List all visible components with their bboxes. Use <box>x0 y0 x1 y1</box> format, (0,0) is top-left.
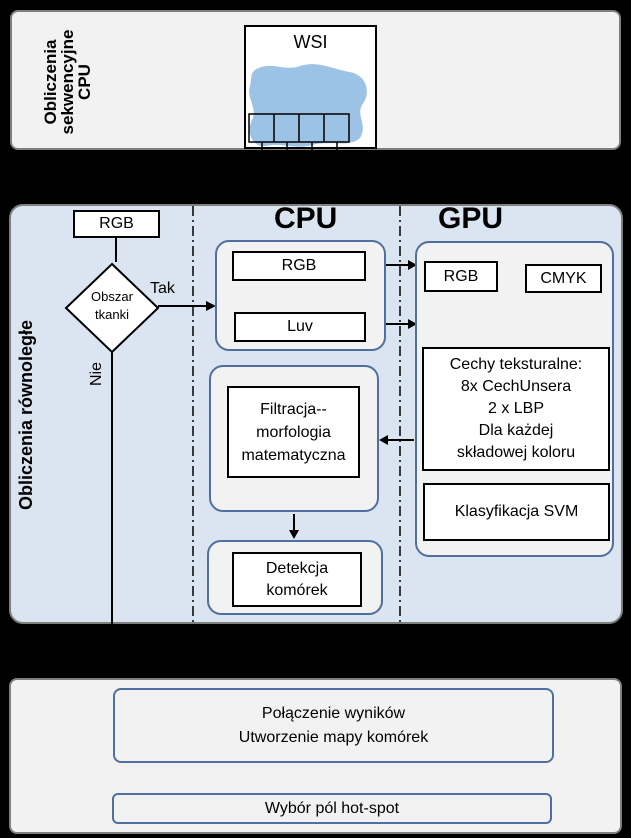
svm-box: Klasyfikacja SVM <box>423 483 610 541</box>
cpu-header: CPU <box>274 202 338 235</box>
cpu-rgb-box: RGB <box>232 251 366 281</box>
rgb-input-box: RGB <box>73 210 160 238</box>
detection-box: Detekcja komórek <box>232 552 362 607</box>
texture-features-box: Cechy teksturalne: 8x CechUnsera 2 x LBP… <box>422 347 610 471</box>
gpu-header: GPU <box>438 202 504 235</box>
gpu-rgb-box: RGB <box>424 261 498 292</box>
yes-label: Tak <box>150 280 175 297</box>
no-label: Nie <box>88 362 105 387</box>
hotspot-box: Wybór pól hot-spot <box>112 793 552 824</box>
wsi-box: WSI <box>244 25 377 59</box>
cpu-luv-box: Luv <box>234 312 366 342</box>
gpu-cmyk-box: CMYK <box>525 264 602 293</box>
decision-label: Obszar tkanki <box>91 289 133 322</box>
merge-box: Połączenie wyników Utworzenie mapy komór… <box>113 688 554 763</box>
tissue-blob <box>249 64 367 147</box>
filtration-box: Filtracja-- morfologia matematyczna <box>227 386 360 478</box>
